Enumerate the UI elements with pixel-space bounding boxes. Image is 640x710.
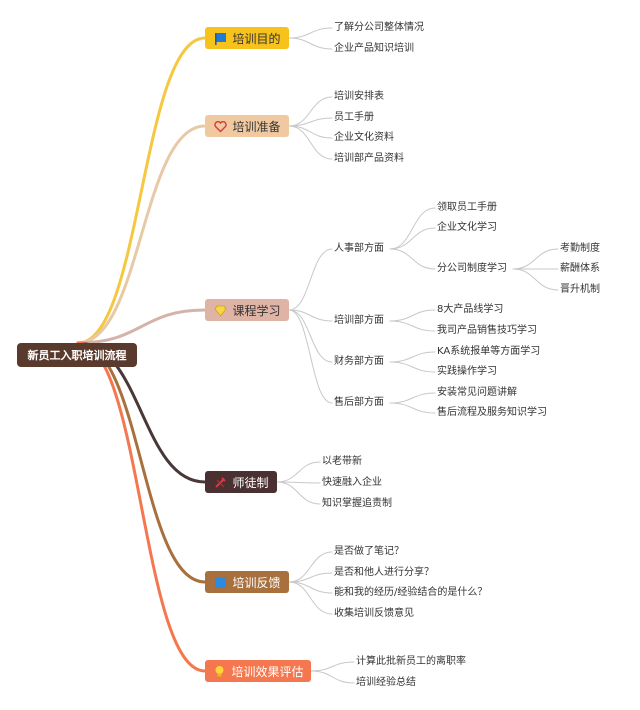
leaf-item: 考勤制度 bbox=[560, 243, 600, 254]
leaf-item: 安装常见问题讲解 bbox=[437, 387, 517, 398]
subtopic-aftersales: 售后部方面 bbox=[334, 397, 384, 408]
branch-label: 课程学习 bbox=[232, 303, 281, 318]
subtopic-training: 培训部方面 bbox=[334, 315, 384, 326]
leaf-item: 培训安排表 bbox=[334, 91, 384, 102]
lightbulb-icon bbox=[212, 664, 226, 678]
leaf-item: 培训部产品资料 bbox=[334, 153, 404, 164]
leaf-item: KA系统报单等方面学习 bbox=[437, 346, 541, 357]
branch-label: 培训目的 bbox=[232, 31, 281, 46]
leaf-item: 收集培训反馈意见 bbox=[334, 608, 414, 619]
leaf-item: 员工手册 bbox=[334, 112, 374, 123]
leaf-item: 我司产品销售技巧学习 bbox=[437, 325, 537, 336]
leaf-item: 了解分公司整体情况 bbox=[334, 22, 424, 33]
leaf-item: 领取员工手册 bbox=[437, 202, 497, 213]
leaf-item: 是否做了笔记？ bbox=[334, 546, 404, 557]
branch-label: 培训准备 bbox=[232, 119, 281, 134]
square-icon bbox=[213, 575, 227, 589]
branch-node-effect-evaluation[interactable]: 培训效果评估 bbox=[205, 660, 311, 682]
leaf-item: 晋升机制 bbox=[560, 284, 600, 295]
branch-node-course-study[interactable]: 课程学习 bbox=[205, 299, 289, 321]
flag-icon bbox=[213, 31, 227, 45]
leaf-item: 是否和他人进行分享？ bbox=[334, 567, 434, 578]
leaf-item: 知识掌握追责制 bbox=[322, 498, 392, 509]
tools-icon bbox=[213, 475, 227, 489]
leaf-item: 快速融入企业 bbox=[322, 477, 382, 488]
leaf-item: 企业文化学习 bbox=[437, 222, 497, 233]
leaf-item: 能和我的经历/经验结合的是什么？ bbox=[334, 587, 488, 598]
branch-node-mentorship[interactable]: 师徒制 bbox=[205, 471, 277, 493]
leaf-item: 薪酬体系 bbox=[560, 263, 600, 274]
diamond-icon bbox=[213, 303, 227, 317]
branch-node-training-purpose[interactable]: 培训目的 bbox=[205, 27, 289, 49]
subtopic-finance: 财务部方面 bbox=[334, 356, 384, 367]
branch-node-training-feedback[interactable]: 培训反馈 bbox=[205, 571, 289, 593]
branch-node-training-preparation[interactable]: 培训准备 bbox=[205, 115, 289, 137]
leaf-item: 售后流程及服务知识学习 bbox=[437, 407, 547, 418]
branch-label: 师徒制 bbox=[232, 475, 269, 490]
leaf-item: 培训经验总结 bbox=[356, 677, 416, 688]
heart-icon bbox=[213, 119, 227, 133]
leaf-item: 8大产品线学习 bbox=[437, 304, 504, 315]
leaf-item: 以老带新 bbox=[322, 456, 362, 467]
leaf-item: 企业文化资料 bbox=[334, 132, 394, 143]
leaf-item: 分公司制度学习 bbox=[437, 263, 507, 274]
branch-label: 培训反馈 bbox=[232, 575, 281, 590]
leaf-item: 实践操作学习 bbox=[437, 366, 497, 377]
leaf-item: 计算此批新员工的离职率 bbox=[356, 656, 466, 667]
subtopic-hr: 人事部方面 bbox=[334, 243, 384, 254]
branch-label: 培训效果评估 bbox=[231, 664, 304, 679]
root-node[interactable]: 新员工入职培训流程 bbox=[17, 343, 137, 367]
leaf-item: 企业产品知识培训 bbox=[334, 43, 414, 54]
